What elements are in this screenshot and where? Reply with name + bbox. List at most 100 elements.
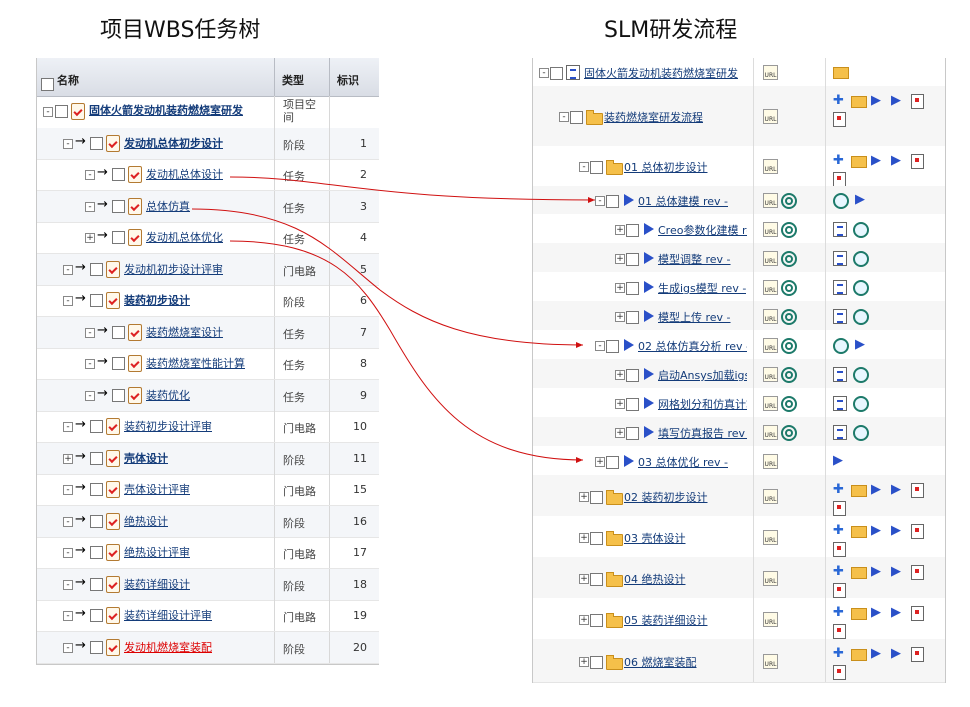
expand-toggle[interactable]: -	[85, 201, 95, 212]
row-checkbox[interactable]	[590, 614, 603, 627]
wbs-name[interactable]: 发动机总体设计	[146, 168, 223, 181]
url-icon[interactable]	[763, 571, 778, 586]
expand-toggle[interactable]: -	[63, 516, 73, 527]
run-icon[interactable]: ▶	[891, 153, 901, 168]
expand-toggle[interactable]: +	[579, 615, 589, 625]
slm-name[interactable]: 生成igs模型 rev -	[658, 282, 747, 295]
wbs-name[interactable]: 装药详细设计评审	[124, 609, 212, 622]
slm-row[interactable]: +05 装药详细设计✚▶▶	[533, 598, 945, 640]
slm-name[interactable]: 04 绝热设计	[624, 573, 686, 586]
wbs-name[interactable]: 壳体设计	[124, 451, 168, 465]
slm-name[interactable]: 06 燃烧室装配	[624, 656, 697, 669]
add-icon[interactable]: ✚	[833, 482, 844, 497]
row-checkbox[interactable]	[606, 340, 619, 353]
edit-task-icon[interactable]	[833, 251, 847, 266]
refresh-icon[interactable]	[853, 222, 869, 238]
row-checkbox[interactable]	[626, 311, 639, 324]
edit-task-icon[interactable]	[833, 425, 847, 440]
document-icon[interactable]	[911, 524, 924, 539]
slm-row[interactable]: -固体火箭发动机装药燃烧室研发	[533, 58, 945, 87]
row-checkbox[interactable]	[112, 357, 125, 370]
expand-toggle[interactable]: +	[579, 492, 589, 502]
slm-row[interactable]: -01 总体建模 rev -▶	[533, 186, 945, 215]
expand-toggle[interactable]: -	[63, 138, 73, 149]
url-icon[interactable]	[763, 396, 778, 411]
row-checkbox[interactable]	[590, 532, 603, 545]
run-icon[interactable]: ▶	[891, 523, 901, 538]
row-checkbox[interactable]	[90, 262, 103, 276]
url-icon[interactable]	[763, 65, 778, 80]
wbs-name[interactable]: 发动机初步设计评审	[124, 262, 223, 276]
expand-toggle[interactable]: +	[63, 453, 73, 464]
document-icon[interactable]	[911, 565, 924, 580]
new-folder-icon[interactable]	[851, 485, 867, 497]
document-icon[interactable]	[911, 483, 924, 498]
row-checkbox[interactable]	[626, 427, 639, 440]
refresh-icon[interactable]	[853, 367, 869, 383]
expand-toggle[interactable]: -	[595, 341, 605, 351]
expand-toggle[interactable]: +	[615, 312, 625, 322]
row-checkbox[interactable]	[90, 609, 103, 622]
slm-name[interactable]: 填写仿真报告 rev -	[658, 427, 747, 440]
wbs-name[interactable]: 装药燃烧室设计	[146, 325, 223, 339]
report-icon[interactable]	[833, 665, 846, 680]
document-icon[interactable]	[911, 647, 924, 662]
expand-toggle[interactable]: +	[85, 233, 95, 243]
select-all-checkbox[interactable]	[41, 78, 54, 91]
slm-row[interactable]: +生成igs模型 rev -	[533, 272, 945, 302]
slm-name[interactable]: 02 总体仿真分析 rev -	[638, 340, 747, 353]
url-icon[interactable]	[763, 193, 778, 208]
row-checkbox[interactable]	[112, 231, 125, 244]
expand-toggle[interactable]: -	[85, 327, 95, 338]
row-checkbox[interactable]	[90, 420, 103, 433]
add-icon[interactable]: ✚	[833, 93, 844, 108]
slm-row[interactable]: + 填写仿真报告 rev -	[533, 417, 945, 447]
expand-toggle[interactable]: -	[559, 112, 569, 122]
run-icon[interactable]: ▶	[855, 337, 865, 352]
wbs-name[interactable]: 发动机总体初步设计	[124, 136, 223, 150]
row-checkbox[interactable]	[112, 168, 125, 181]
expand-toggle[interactable]: -	[63, 485, 73, 495]
row-checkbox[interactable]	[90, 546, 103, 559]
slm-row[interactable]: +04 绝热设计✚▶▶	[533, 557, 945, 599]
row-checkbox[interactable]	[606, 456, 619, 469]
slm-row[interactable]: +网格划分和仿真计算	[533, 388, 945, 418]
refresh-icon[interactable]	[853, 425, 869, 441]
report-icon[interactable]	[833, 624, 846, 639]
report-icon[interactable]	[833, 583, 846, 598]
slm-row[interactable]: -装药燃烧室研发流程✚▶▶	[533, 86, 945, 147]
report-icon[interactable]	[833, 112, 846, 127]
url-icon[interactable]	[763, 530, 778, 545]
row-checkbox[interactable]	[626, 224, 639, 237]
start-flow-icon[interactable]: ▶	[871, 523, 881, 538]
run-icon[interactable]: ▶	[855, 192, 865, 207]
row-checkbox[interactable]	[112, 199, 125, 213]
wbs-name[interactable]: 总体仿真	[146, 199, 190, 213]
expand-toggle[interactable]: -	[85, 359, 95, 369]
row-checkbox[interactable]	[55, 105, 68, 118]
expand-toggle[interactable]: -	[85, 390, 95, 401]
edit-task-icon[interactable]	[833, 280, 847, 295]
row-checkbox[interactable]	[90, 451, 103, 465]
start-flow-icon[interactable]: ▶	[871, 646, 881, 661]
expand-toggle[interactable]: -	[63, 642, 73, 653]
slm-row[interactable]: +模型上传 rev -	[533, 301, 945, 331]
slm-row[interactable]: +03 壳体设计✚▶▶	[533, 516, 945, 558]
start-flow-icon[interactable]: ▶	[871, 93, 881, 108]
row-checkbox[interactable]	[626, 282, 639, 295]
slm-row[interactable]: +Creo参数化建模 rev -	[533, 214, 945, 244]
url-icon[interactable]	[763, 454, 778, 469]
wbs-name[interactable]: 装药燃烧室性能计算	[146, 357, 245, 370]
expand-toggle[interactable]: -	[539, 68, 549, 78]
expand-toggle[interactable]: +	[615, 428, 625, 438]
run-icon[interactable]: ▶	[833, 453, 843, 468]
slm-name[interactable]: 01 总体初步设计	[624, 161, 708, 174]
wbs-name[interactable]: 壳体设计评审	[124, 483, 190, 496]
